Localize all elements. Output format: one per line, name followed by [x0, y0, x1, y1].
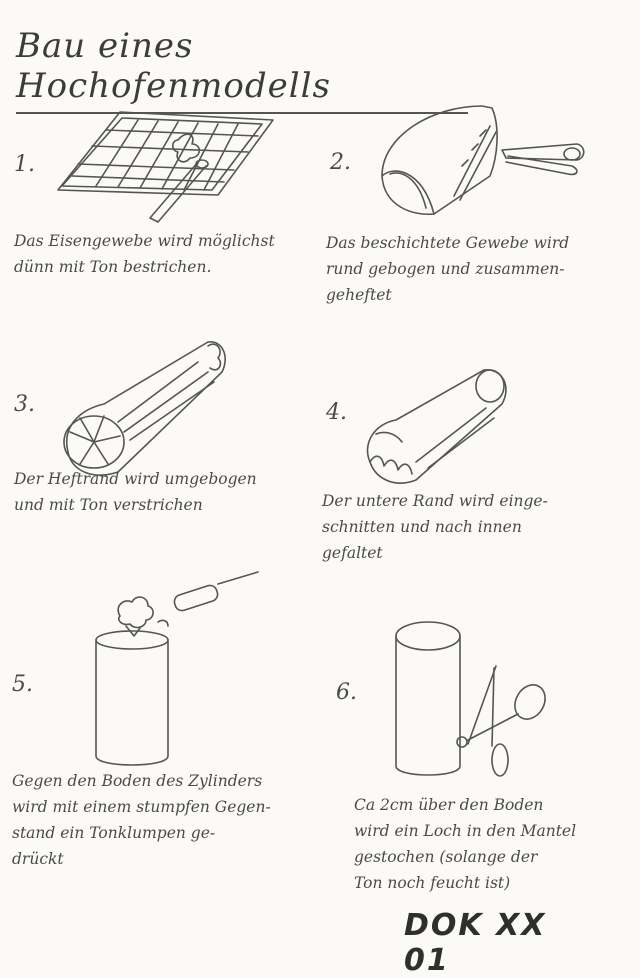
seam-edge	[117, 361, 215, 441]
step-1-number: 1.	[14, 152, 35, 177]
step-3-caption: Der Heftrand wird umgebogen und mit Ton …	[14, 470, 257, 514]
rolled-mesh	[381, 105, 498, 216]
cylinder-folded	[366, 369, 507, 484]
page-title: Bau eines Hochofenmodells	[16, 26, 468, 114]
spatula-handle	[149, 161, 207, 223]
step-5-number: 5.	[12, 672, 33, 697]
cylinder-top	[395, 621, 461, 651]
stapler	[501, 143, 585, 161]
scissors-handle	[514, 684, 546, 720]
step-2-caption: Das beschichtete Gewebe wird rund geboge…	[326, 234, 570, 304]
step-3-illustration	[63, 341, 226, 476]
clay-lump	[171, 133, 201, 163]
mesh-cylinder	[65, 341, 226, 476]
scissors-handle	[491, 743, 509, 777]
step-5-illustration	[95, 571, 259, 766]
folded-rim	[369, 455, 413, 475]
cylinder-body	[95, 639, 169, 766]
step-6-number: 6.	[336, 680, 357, 705]
step-4-illustration	[366, 369, 507, 484]
step-3-number: 3.	[14, 392, 35, 417]
step-2-number: 2.	[330, 150, 351, 175]
step-5-caption: Gegen den Boden des Zylinders wird mit e…	[12, 772, 271, 868]
step-1-illustration	[57, 111, 274, 223]
step-2-illustration	[381, 105, 585, 216]
step-1-caption: Das Eisengewebe wird möglichst dünn mit …	[14, 232, 275, 276]
cylinder-body	[395, 635, 461, 776]
step-4-caption: Der untere Rand wird einge- schnitten un…	[322, 492, 548, 562]
stamp-tool	[173, 584, 219, 612]
document-signature: DOK XX 01	[404, 908, 547, 978]
pierced-hole	[456, 736, 468, 748]
step-6-illustration	[395, 621, 546, 777]
clay-lump	[117, 596, 154, 629]
worksheet-page: Bau eines Hochofenmodells 1. Das Eisenge…	[12, 26, 585, 978]
mesh-grid	[71, 119, 259, 191]
step-4-number: 4.	[326, 400, 347, 425]
step-6-caption: Ca 2cm über den Boden wird ein Loch in d…	[354, 796, 577, 892]
